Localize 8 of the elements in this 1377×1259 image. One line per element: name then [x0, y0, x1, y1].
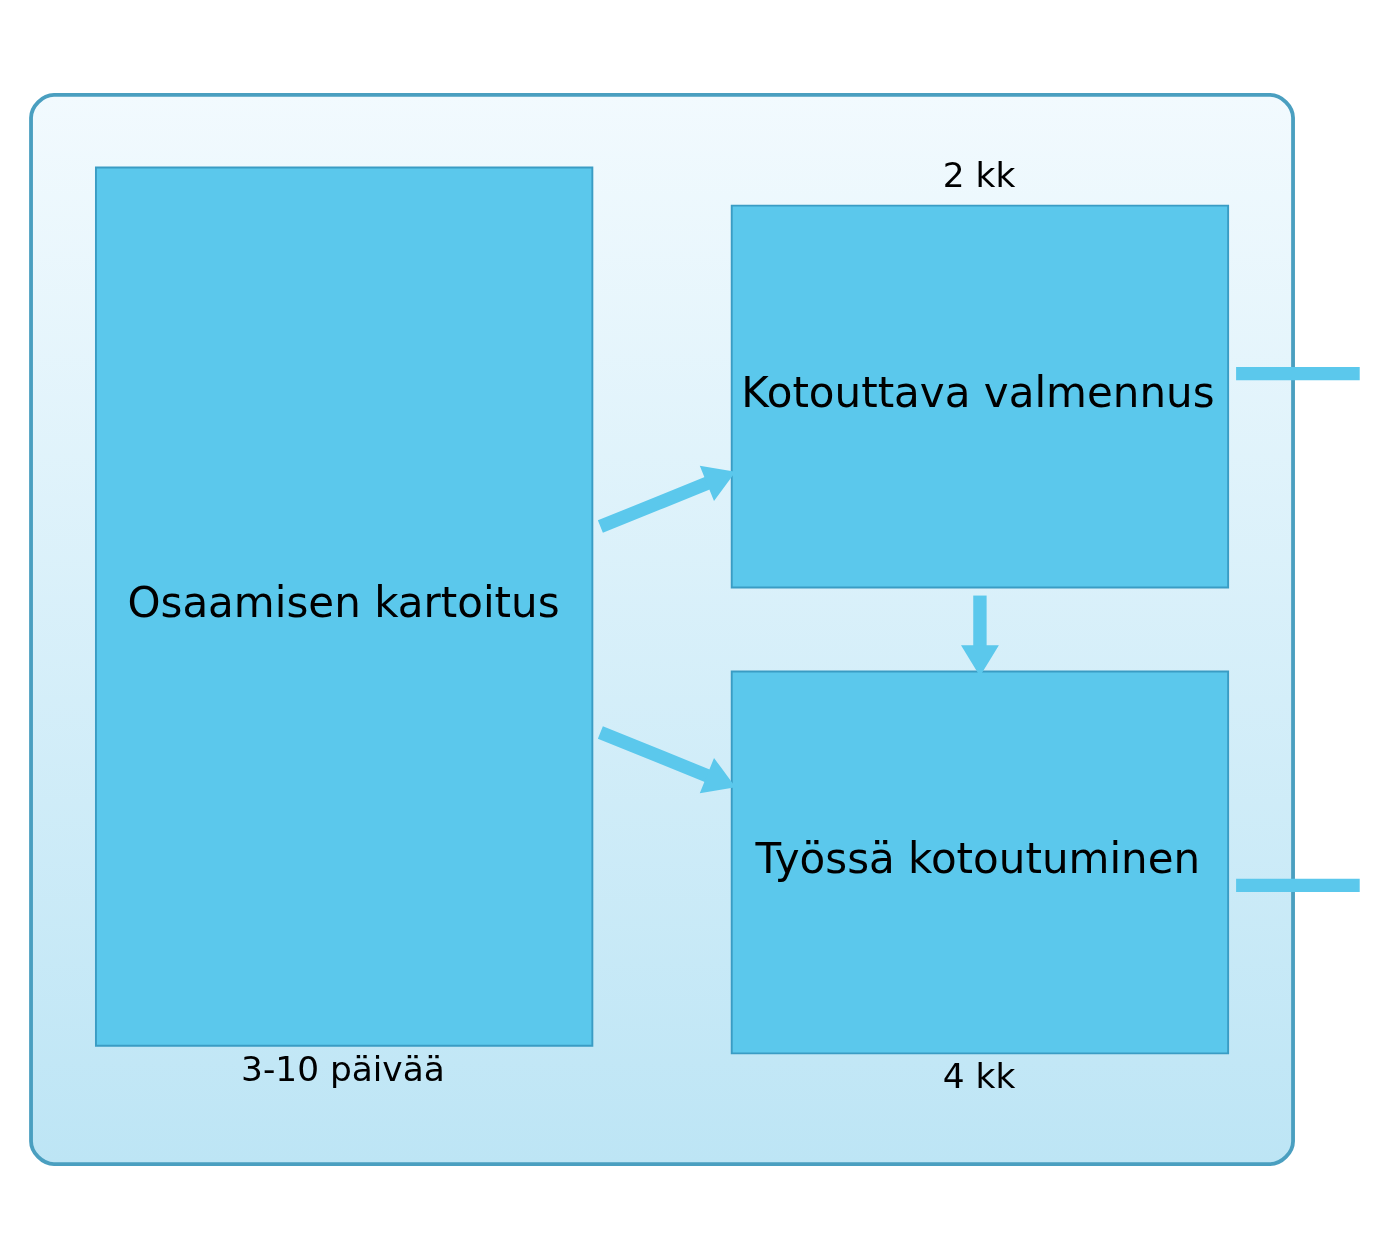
node-label: 4 kk	[942, 1056, 1016, 1097]
node-label: 2 kk	[942, 155, 1016, 196]
connector	[1236, 367, 1360, 381]
arrow	[597, 465, 736, 533]
connector	[1236, 878, 1360, 892]
arrow	[597, 726, 736, 794]
node-label: 3-10 päivää	[241, 1048, 445, 1089]
cluster	[29, 93, 1295, 1166]
